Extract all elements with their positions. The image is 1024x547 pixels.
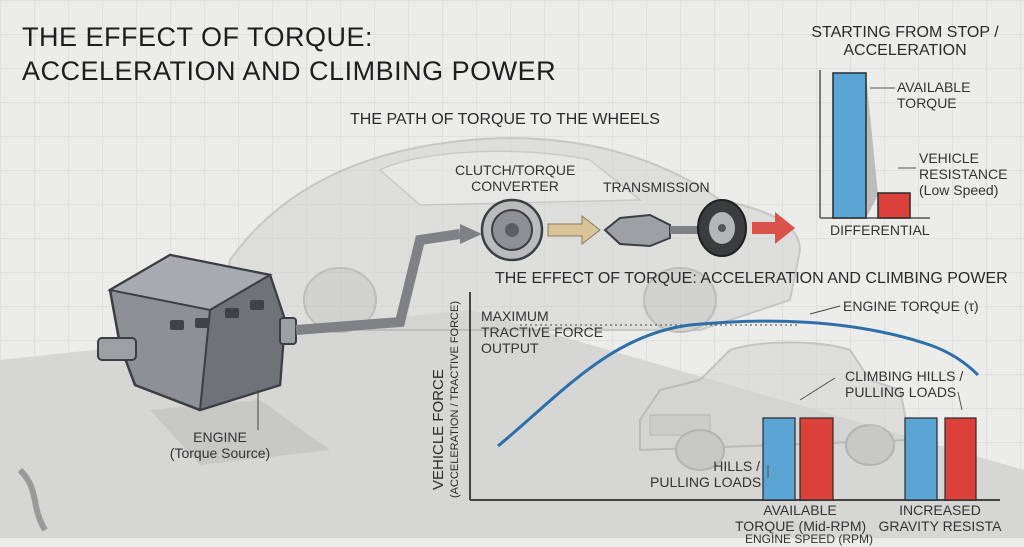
graph-heading: THE EFFECT OF TORQUE: ACCELERATION AND C… — [495, 270, 1008, 287]
climbing-hills-label: CLIMBING HILLS / PULLING LOADS — [845, 368, 963, 400]
stop-panel-chart — [819, 70, 930, 219]
clutch-label-line2: CONVERTER — [471, 178, 559, 195]
path-heading: THE PATH OF TORQUE TO THE WHEELS — [350, 111, 660, 128]
page-title-line2: ACCELERATION AND CLIMBING POWER — [22, 56, 557, 86]
clutch-label-line1: CLUTCH/TORQUE — [455, 162, 576, 178]
stop-panel-shade — [866, 75, 878, 218]
arrow-to-transmission-icon — [547, 214, 601, 246]
increased-gravity-label-line2: GRAVITY RESISTA — [878, 518, 1002, 535]
climbing-hills-label-line1: CLIMBING HILLS / — [845, 368, 964, 384]
max-force-label: MAXIMUM TRACTIVE FORCE OUTPUT — [481, 308, 603, 356]
available-torque-label: AVAILABLE TORQUE — [897, 79, 970, 111]
transmission-icon — [603, 213, 700, 248]
curve-label-leader — [809, 305, 841, 315]
graph-y-axis-sublabel: (ACCELERATION / TRACTIVE FORCE) — [449, 300, 461, 498]
increased-gravity-label-line1: INCREASED — [899, 502, 981, 518]
available-torque-mid-label: AVAILABLE TORQUE (Mid-RPM) — [735, 502, 867, 535]
road-mark-icon — [17, 467, 48, 532]
stop-panel-title-line1: STARTING FROM STOP / — [811, 24, 999, 41]
available-torque-bar — [832, 72, 867, 219]
available-torque-label-line2: TORQUE — [897, 95, 957, 112]
pickup-truck-illustration — [639, 341, 912, 471]
clutch-label: CLUTCH/TORQUE CONVERTER — [455, 162, 575, 194]
engine-label-line2: (Torque Source) — [169, 445, 271, 462]
graph-y-axis-label: VEHICLE FORCE — [430, 369, 447, 490]
page-title-line1: THE EFFECT OF TORQUE: — [22, 22, 374, 52]
hills-pulling-label-line1: HILLS / — [713, 458, 760, 474]
engine-label: ENGINE (Torque Source) — [160, 429, 280, 461]
vehicle-resistance-label: VEHICLE RESISTANCE (Low Speed) — [919, 150, 1007, 198]
engine-torque-curve-label: ENGINE TORQUE (τ) — [843, 298, 979, 314]
max-force-label-line2: TRACTIVE FORCE — [481, 324, 604, 341]
engine-torque-curve — [497, 319, 980, 448]
increased-gravity-label: INCREASED GRAVITY RESISTA — [875, 502, 1005, 534]
vehicle-resistance-bar — [877, 192, 911, 219]
climbing-hills-label-line2: PULLING LOADS — [845, 384, 957, 401]
hills-pulling-label: HILLS / PULLING LOADS — [650, 458, 762, 491]
differential-label: DIFFERENTIAL — [830, 222, 930, 238]
max-force-label-line1: MAXIMUM — [481, 308, 549, 324]
available-torque-mid-label-line2: TORQUE (Mid-RPM) — [735, 518, 867, 535]
available-torque-label-line1: AVAILABLE — [897, 79, 971, 95]
increased-gravity-red-bar — [944, 417, 977, 501]
transmission-label: TRANSMISSION — [603, 179, 710, 195]
available-torque-mid-label-line1: AVAILABLE — [763, 502, 837, 518]
max-force-label-line3: OUTPUT — [481, 340, 539, 357]
vehicle-resistance-label-line3: (Low Speed) — [919, 182, 999, 199]
increased-gravity-blue-bar — [904, 417, 938, 501]
torque-graph — [469, 292, 1000, 501]
vehicle-resistance-label-line1: VEHICLE — [919, 150, 979, 166]
arrow-to-clutch-icon — [460, 224, 482, 244]
graph-x-axis-label: ENGINE SPEED (RPM) — [745, 532, 874, 546]
engine-label-line1: ENGINE — [193, 429, 247, 445]
wheel-icon — [697, 199, 747, 257]
arrow-to-ground-icon — [752, 212, 795, 244]
engine-icon — [97, 253, 297, 412]
vehicle-resistance-label-line2: RESISTANCE — [919, 166, 1008, 183]
drive-shaft — [295, 229, 461, 335]
stop-panel-title-line2: ACCELERATION — [843, 42, 967, 60]
available-torque-graph-bar — [762, 417, 796, 501]
hills-load-graph-bar — [799, 417, 834, 501]
stop-panel-title: STARTING FROM STOP / ACCELERATION — [800, 24, 1010, 61]
hills-pulling-label-line2: PULLING LOADS — [650, 474, 762, 491]
page-title: THE EFFECT OF TORQUE: ACCELERATION AND C… — [22, 20, 556, 88]
engine-shadow — [150, 400, 330, 465]
clutch-torque-converter-icon — [480, 198, 544, 262]
